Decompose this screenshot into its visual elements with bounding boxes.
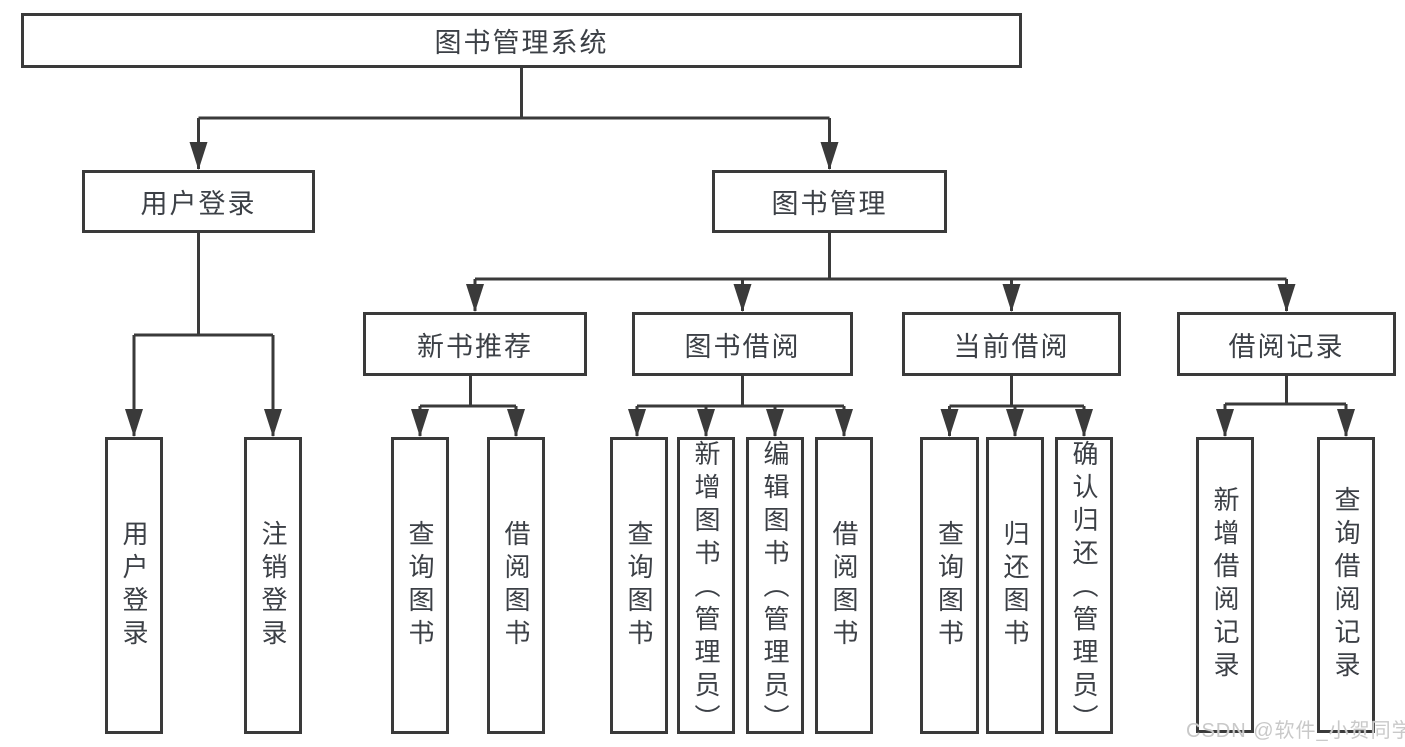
node-leaf-query-books-rec-label: 查询图书 bbox=[405, 519, 435, 652]
node-leaf-confirm-return-admin: 确认归还（管理员） bbox=[1055, 437, 1113, 737]
node-leaf-edit-books-admin-label: 编辑图书（管理员） bbox=[760, 440, 790, 737]
node-user-login-branch: 用户登录 bbox=[82, 170, 315, 233]
node-leaf-borrow-books-label: 借阅图书 bbox=[829, 519, 859, 652]
node-borrow-records: 借阅记录 bbox=[1177, 312, 1396, 376]
connector-user-login-spine bbox=[134, 233, 273, 337]
node-leaf-query-books-current-label: 查询图书 bbox=[934, 519, 965, 652]
node-root: 图书管理系统 bbox=[21, 13, 1022, 68]
node-new-book-recommend-label: 新书推荐 bbox=[417, 331, 533, 362]
node-current-borrow-label: 当前借阅 bbox=[953, 331, 1070, 362]
node-current-borrow: 当前借阅 bbox=[902, 312, 1121, 376]
node-leaf-borrow-books: 借阅图书 bbox=[815, 437, 873, 734]
node-new-book-recommend: 新书推荐 bbox=[363, 312, 587, 376]
node-leaf-edit-books-admin: 编辑图书（管理员） bbox=[746, 437, 804, 737]
node-leaf-add-borrow-record-label: 新增借阅记录 bbox=[1210, 486, 1240, 684]
node-leaf-borrow-books-rec: 借阅图书 bbox=[487, 437, 545, 734]
node-book-borrow: 图书借阅 bbox=[632, 312, 853, 376]
node-leaf-query-books-borrow: 查询图书 bbox=[610, 437, 668, 734]
node-leaf-query-borrow-record-label: 查询借阅记录 bbox=[1331, 486, 1361, 684]
node-leaf-user-login: 用户登录 bbox=[105, 437, 163, 734]
node-leaf-logout-label: 注销登录 bbox=[258, 519, 288, 652]
node-leaf-query-books-current: 查询图书 bbox=[920, 437, 979, 734]
connector-book-mgmt-spine bbox=[475, 233, 1287, 281]
node-leaf-add-books-admin: 新增图书（管理员） bbox=[677, 437, 735, 737]
node-book-borrow-label: 图书借阅 bbox=[684, 331, 801, 362]
node-leaf-add-borrow-record: 新增借阅记录 bbox=[1196, 437, 1254, 733]
connector-current-borrow-spine bbox=[949, 376, 1084, 408]
node-leaf-borrow-books-rec-label: 借阅图书 bbox=[501, 519, 531, 652]
node-book-management-branch-label: 图书管理 bbox=[771, 189, 888, 219]
node-leaf-query-books-rec: 查询图书 bbox=[391, 437, 449, 734]
node-leaf-return-books: 归还图书 bbox=[986, 437, 1044, 734]
node-leaf-return-books-label: 归还图书 bbox=[1000, 519, 1030, 652]
node-leaf-logout: 注销登录 bbox=[244, 437, 302, 734]
node-leaf-user-login-label: 用户登录 bbox=[119, 519, 149, 652]
node-root-label: 图书管理系统 bbox=[434, 28, 609, 58]
csdn-watermark: CSDN @软件_小贺同学 bbox=[1186, 720, 1405, 742]
connector-new-book-rec-spine bbox=[420, 376, 516, 408]
node-book-management-branch: 图书管理 bbox=[712, 170, 947, 233]
connector-book-borrow-spine bbox=[637, 376, 844, 408]
node-borrow-records-label: 借阅记录 bbox=[1228, 331, 1345, 362]
node-leaf-query-books-borrow-label: 查询图书 bbox=[624, 519, 654, 652]
node-user-login-branch-label: 用户登录 bbox=[140, 189, 257, 219]
connector-root-spine bbox=[198, 68, 830, 120]
connector-borrow-records-spine bbox=[1225, 376, 1346, 406]
node-leaf-query-borrow-record: 查询借阅记录 bbox=[1317, 437, 1375, 733]
node-leaf-confirm-return-admin-label: 确认归还（管理员） bbox=[1069, 440, 1099, 737]
node-leaf-add-books-admin-label: 新增图书（管理员） bbox=[691, 440, 721, 737]
